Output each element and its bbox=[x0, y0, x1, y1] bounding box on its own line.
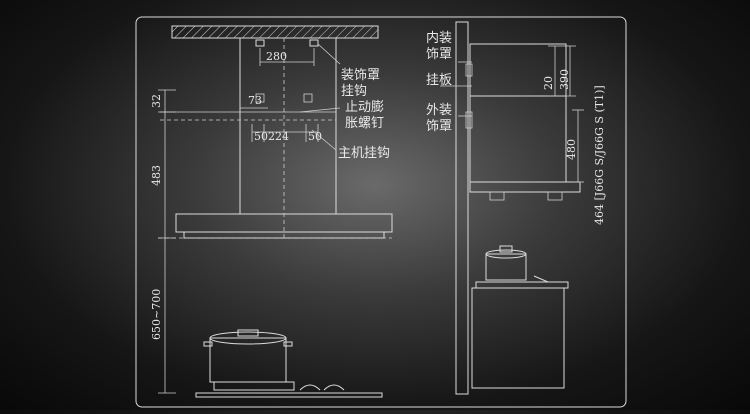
dim-left-32: 32 bbox=[150, 94, 163, 108]
side-hood bbox=[469, 181, 581, 193]
dim-side-390: 390 bbox=[558, 69, 571, 90]
side-wall bbox=[455, 21, 469, 395]
label-outer-cover-1: 外装 bbox=[426, 103, 452, 118]
model-label: 464 [J66G S/J66G S (T1)] bbox=[593, 85, 606, 225]
label-hanging-plate: 挂板 bbox=[426, 73, 452, 88]
dim-spacing-224: 224 bbox=[268, 130, 289, 143]
decor-hook-left bbox=[255, 39, 265, 47]
dim-spacing-50-left: 50 bbox=[254, 130, 268, 143]
label-outer-cover-2: 饰罩 bbox=[426, 119, 452, 134]
label-inner-cover-1: 内装 bbox=[426, 30, 452, 46]
main-hook-right bbox=[303, 93, 313, 103]
side-view: 内装 饰罩 挂板 外装 饰罩 20 390 480 464 [J66G S/J6… bbox=[426, 21, 606, 395]
outer-cover bbox=[469, 95, 567, 183]
label-decor-hook-1: 装饰罩 bbox=[341, 68, 380, 83]
front-view: 280 73 50 224 50 装饰罩 挂钩 止动膨 胀螺钉 主机挂钩 bbox=[150, 25, 393, 398]
chimney-cover bbox=[239, 37, 337, 215]
dim-hook-spacing: 280 bbox=[266, 50, 287, 63]
diagram-frame bbox=[135, 16, 627, 408]
dim-offset-73: 73 bbox=[248, 94, 262, 107]
dim-spacing-50-right: 50 bbox=[308, 130, 322, 143]
decor-hook-right bbox=[309, 39, 319, 47]
label-inner-cover-2: 饰罩 bbox=[426, 47, 452, 62]
label-main-hook: 主机挂钩 bbox=[338, 146, 390, 161]
dim-left-483: 483 bbox=[150, 165, 163, 186]
side-stove bbox=[471, 245, 569, 389]
front-stove bbox=[195, 329, 383, 398]
label-expansion-1: 止动膨 bbox=[345, 100, 384, 115]
label-expansion-2: 胀螺钉 bbox=[345, 116, 384, 131]
dim-side-20: 20 bbox=[542, 76, 555, 90]
main-hook-left bbox=[255, 93, 265, 103]
dim-left-650-700: 650~700 bbox=[150, 289, 163, 340]
dim-side-480: 480 bbox=[565, 139, 578, 160]
label-decor-hook-2: 挂钩 bbox=[341, 84, 367, 99]
ceiling-hatch bbox=[171, 25, 379, 39]
